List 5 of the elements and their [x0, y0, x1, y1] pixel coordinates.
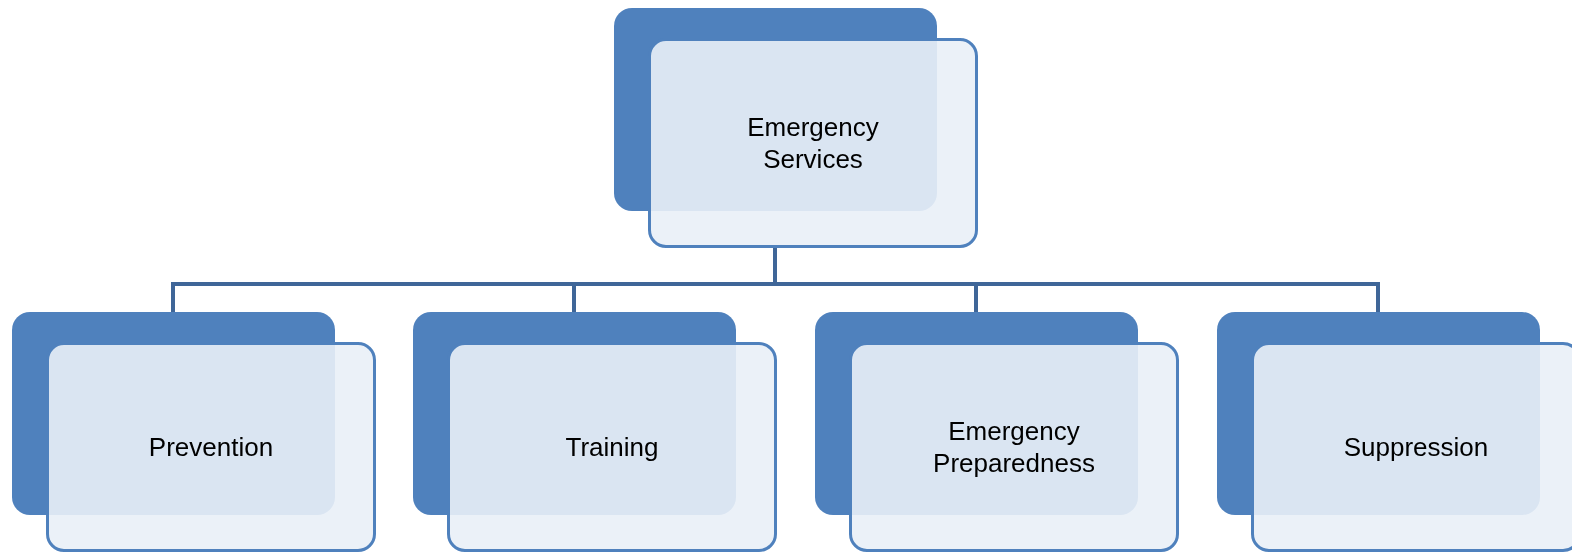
- node-label: Suppression: [1343, 431, 1489, 463]
- node-label: Prevention: [148, 431, 274, 463]
- node-label: Emergency Services: [746, 111, 880, 175]
- node-label: Emergency Preparedness: [932, 415, 1096, 479]
- node-label: Training: [565, 431, 659, 463]
